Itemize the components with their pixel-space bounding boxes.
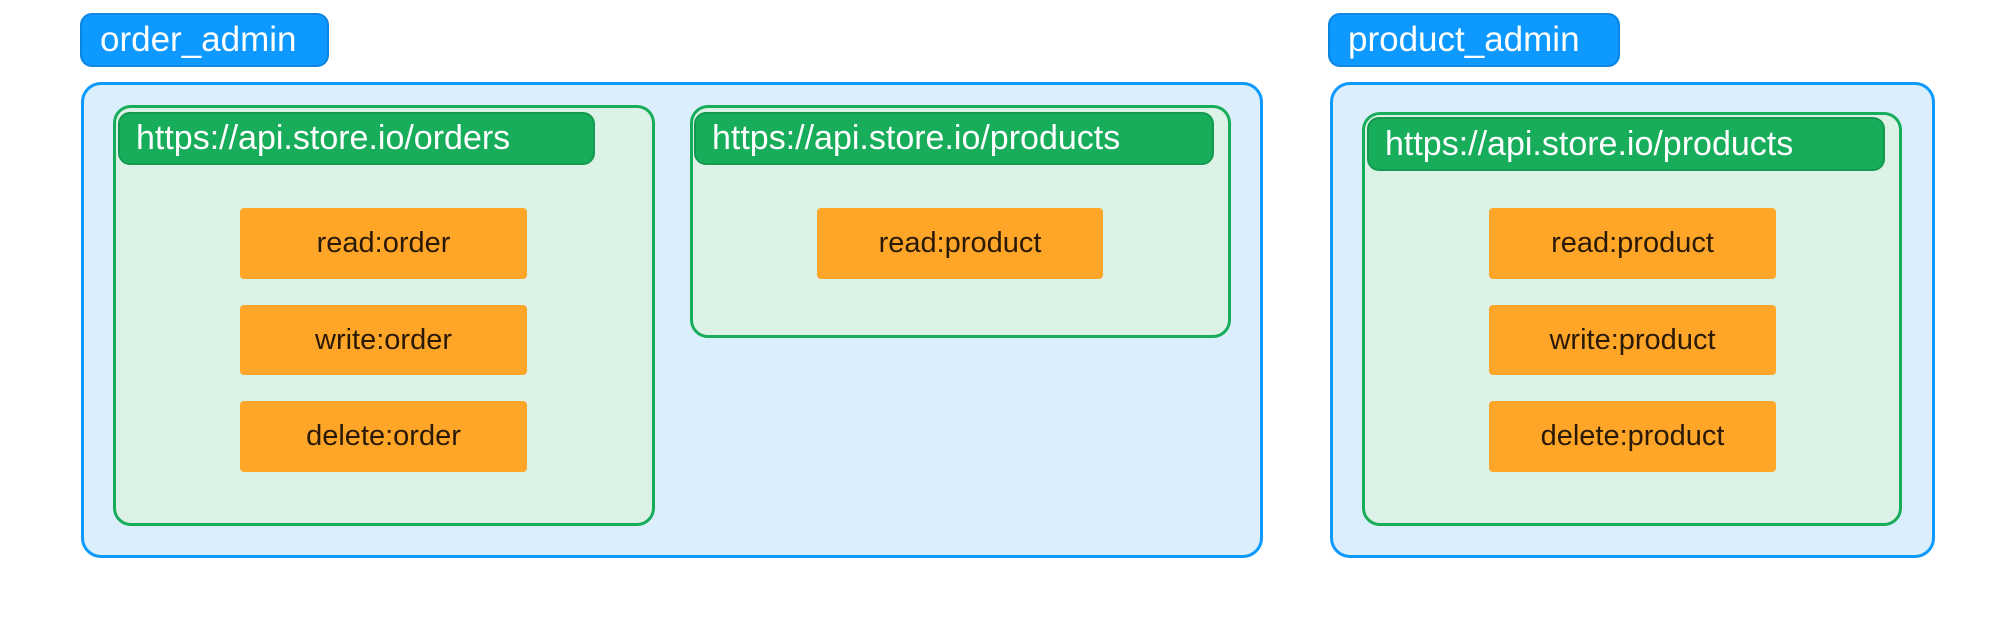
permission-label: delete:order xyxy=(306,420,461,452)
api-url: https://api.store.io/orders xyxy=(136,119,511,157)
permission-delete-order: delete:order xyxy=(240,401,527,472)
api-tag-orders: https://api.store.io/orders xyxy=(118,112,595,165)
role-name: product_admin xyxy=(1348,20,1580,59)
permission-label: delete:product xyxy=(1540,420,1725,452)
permission-label: read:order xyxy=(316,227,451,259)
permission-write-order: write:order xyxy=(240,305,527,375)
permission-read-order: read:order xyxy=(240,208,527,279)
permission-write-product: write:product xyxy=(1489,305,1776,375)
api-tag-products: https://api.store.io/products xyxy=(694,112,1214,165)
api-tag-products: https://api.store.io/products xyxy=(1367,117,1885,171)
permission-label: read:product xyxy=(878,227,1042,259)
api-url: https://api.store.io/products xyxy=(712,119,1121,157)
permission-label: read:product xyxy=(1551,227,1714,259)
permission-read-product: read:product xyxy=(817,208,1103,279)
permission-read-product: read:product xyxy=(1489,208,1776,279)
api-url: https://api.store.io/products xyxy=(1385,124,1794,163)
permission-delete-product: delete:product xyxy=(1489,401,1776,472)
permission-label: write:product xyxy=(1549,323,1716,356)
permission-label: write:order xyxy=(315,323,452,356)
role-name: order_admin xyxy=(100,20,297,59)
role-label-product-admin: product_admin xyxy=(1328,13,1620,67)
role-label-order-admin: order_admin xyxy=(80,13,329,67)
